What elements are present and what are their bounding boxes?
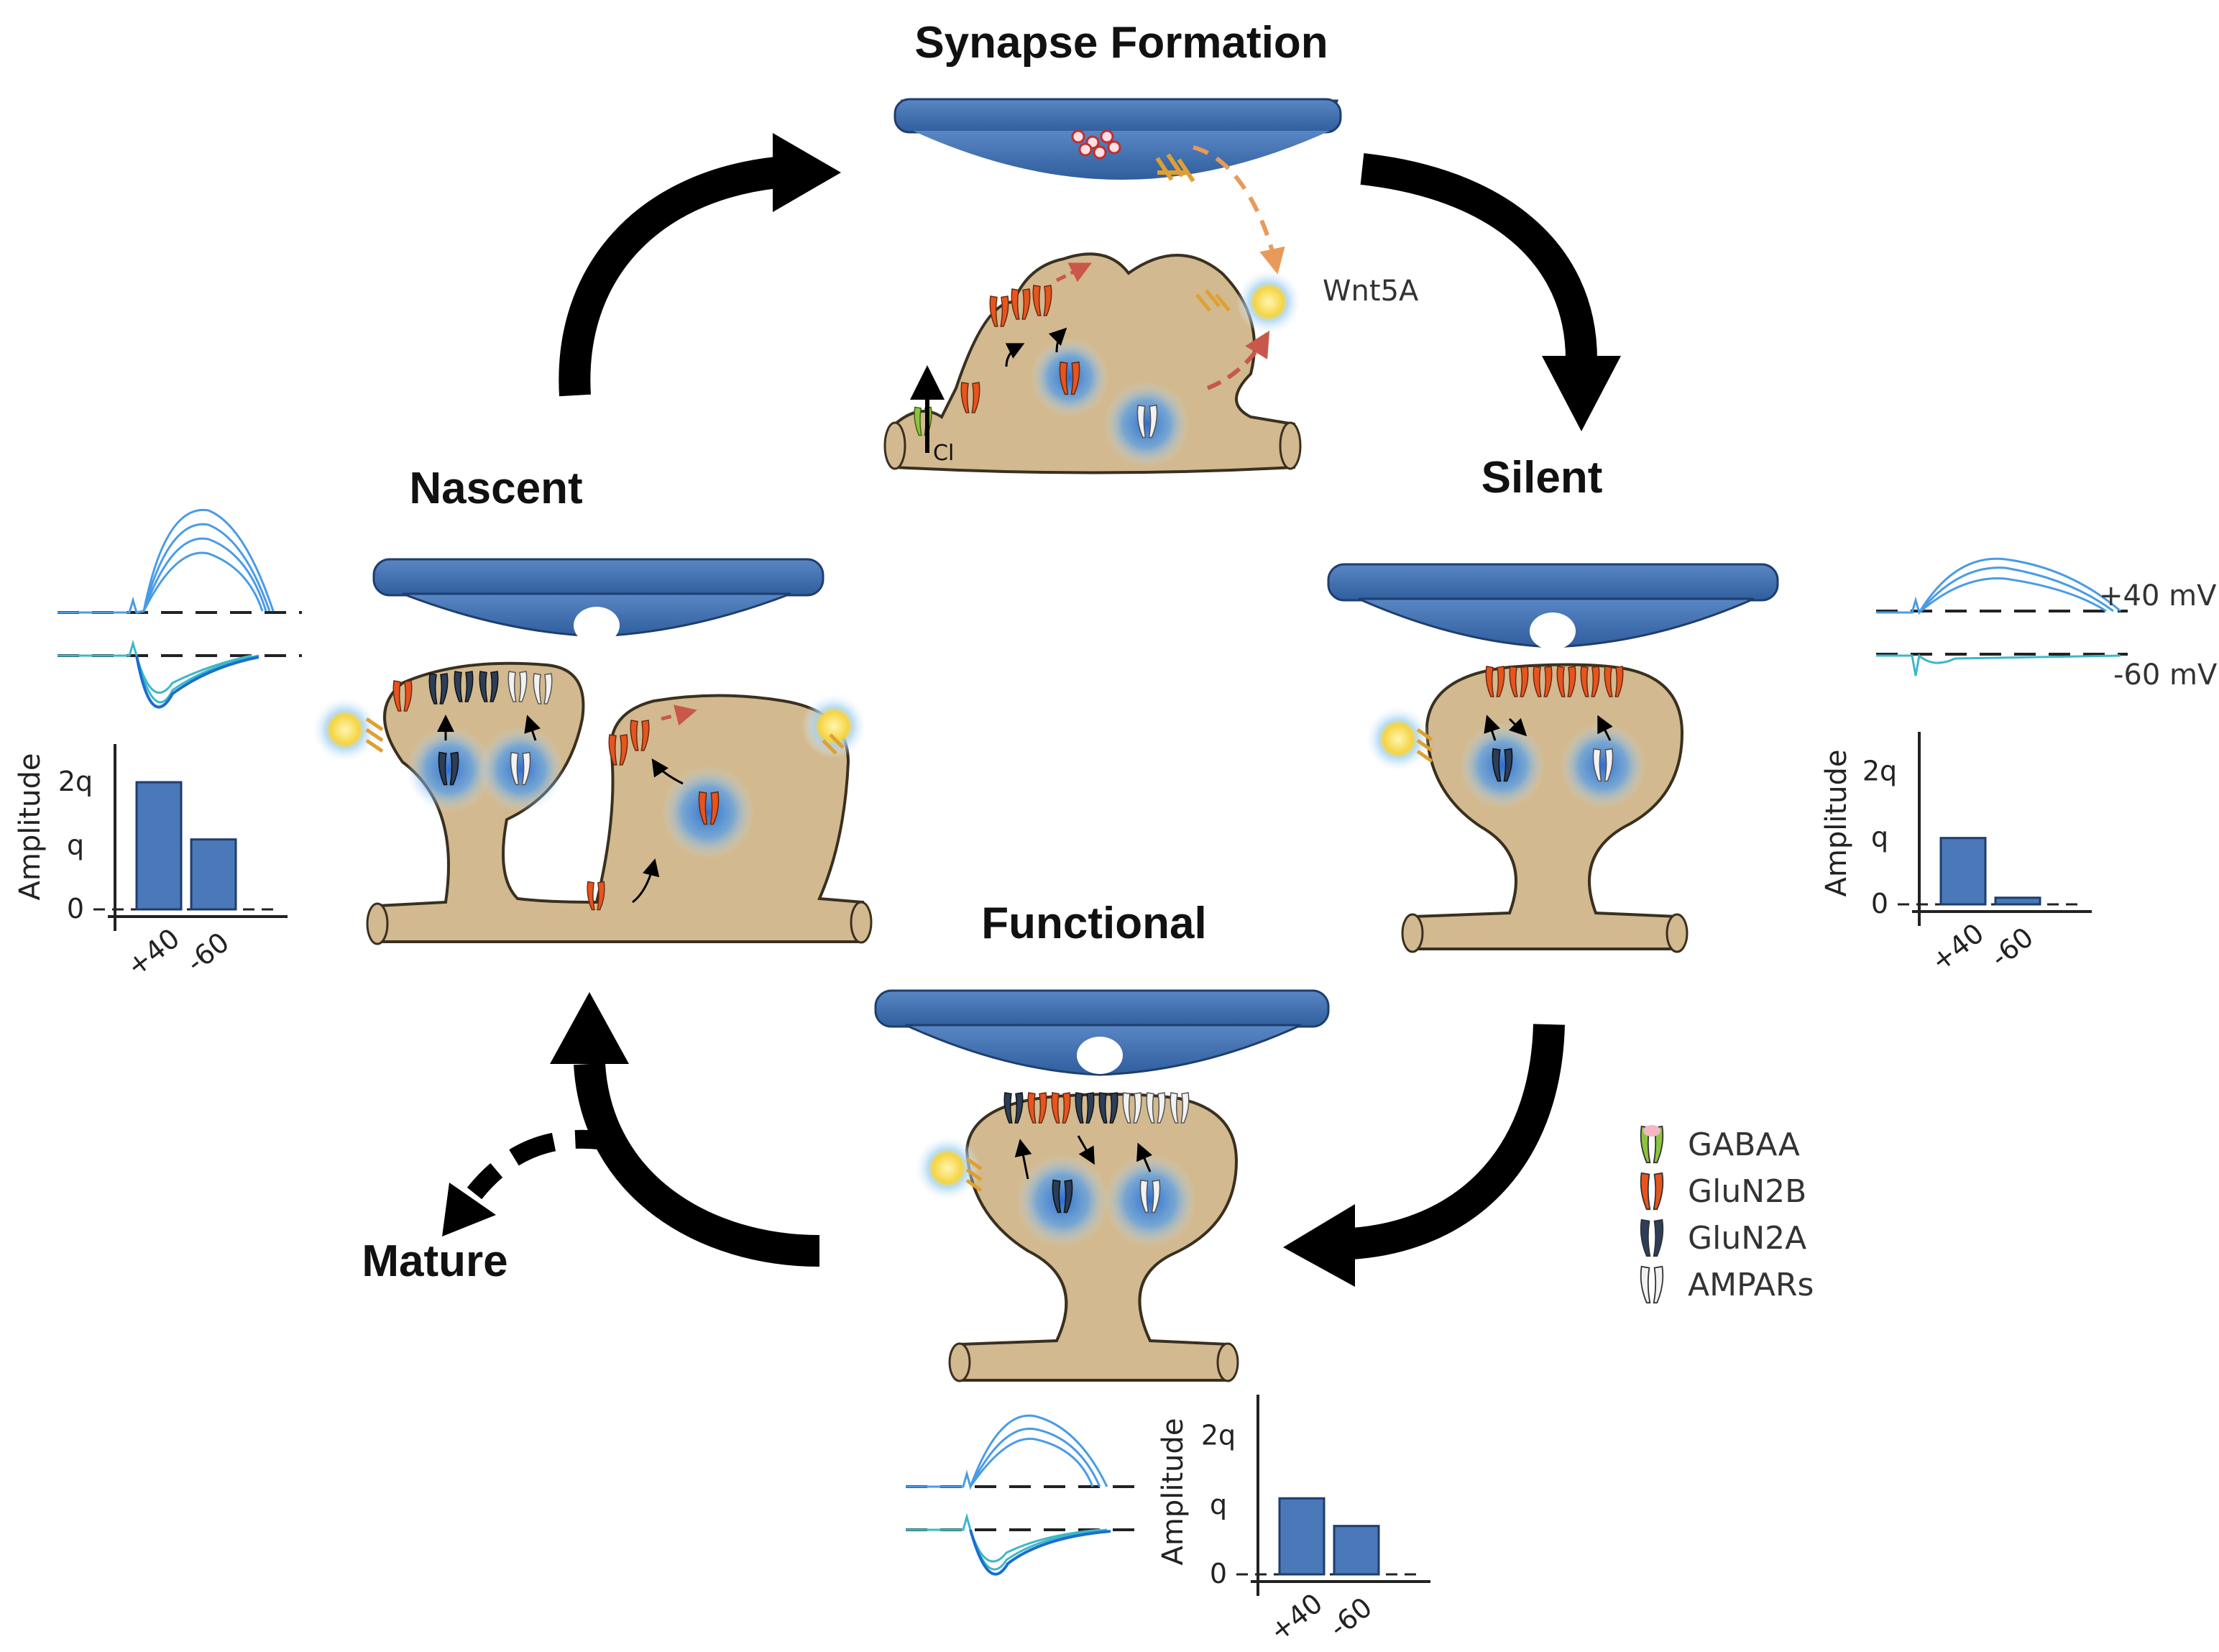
endosome-glow-1	[1030, 338, 1109, 417]
wnt5a-label: Wnt5A	[1323, 275, 1419, 308]
bar	[1278, 1497, 1326, 1576]
legend-label: AMPARs	[1688, 1267, 1814, 1303]
y-tick-label: 2q	[1201, 1420, 1236, 1451]
y-tick-label: 0	[1871, 888, 1888, 919]
y-axis-label: Amplitude	[14, 753, 47, 901]
bar	[135, 781, 183, 911]
receptor-legend: GABAA GluN2B GluN2A AMPARs	[1640, 1125, 1814, 1304]
title-functional: Functional	[981, 899, 1206, 948]
cycle-arrows	[442, 133, 1621, 1287]
bar-chart-functional: 0 q 2q Amplitude +40-60	[1157, 1395, 1430, 1648]
legend-item-glun2b: GluN2B	[1640, 1172, 1806, 1211]
y-tick-label: 0	[1210, 1558, 1227, 1589]
arrowhead-1	[773, 133, 841, 212]
gabaa-accent	[1643, 1125, 1660, 1137]
receptor-icon	[1640, 1265, 1664, 1304]
arrowhead-4	[550, 992, 629, 1064]
y-tick-label: q	[1871, 822, 1888, 853]
y-axis-label: Amplitude	[1820, 750, 1853, 897]
arrow-to-mature-dashed	[467, 1129, 620, 1200]
title-mature: Mature	[362, 1236, 507, 1286]
wnt5a-icon	[915, 1136, 980, 1201]
dendritic-spine-functional	[958, 1093, 1239, 1382]
bar	[190, 838, 237, 911]
bar-chart-silent: 0 q 2q Amplitude +40-60	[1820, 732, 2092, 978]
arrow-formation-to-silent	[1360, 153, 1597, 360]
wnt5a-icon	[1366, 707, 1430, 771]
cell-adhesion-molecule	[1155, 153, 1195, 183]
y-tick-label: 2q	[58, 766, 93, 797]
wnt5a-icon	[1236, 270, 1301, 334]
traces-functional	[906, 1414, 1136, 1576]
bar-chart-nascent: 0 q 2q Amplitude +40-60	[14, 744, 288, 983]
release-vesicle	[574, 607, 620, 644]
y-tick-label: q	[67, 830, 84, 861]
arrow-functional-to-nascent	[574, 1063, 820, 1267]
x-tick-label: +40	[1264, 1587, 1328, 1648]
synaptic-vesicles	[1071, 129, 1121, 160]
x-tick-label: -60	[1985, 921, 2039, 973]
wnt5a-icon	[313, 697, 377, 762]
panel-silent	[1327, 563, 1779, 953]
legend-label: GABAA	[1688, 1126, 1800, 1163]
presynaptic-terminal	[1327, 563, 1779, 602]
wnt-release-arrow	[1193, 145, 1285, 275]
x-tick-label: -60	[180, 926, 235, 978]
receptor-icon	[1640, 1172, 1664, 1211]
arrow-silent-to-functional	[1350, 1024, 1565, 1259]
adhesion-molecule-spine	[1195, 289, 1231, 312]
arrow-nascent-to-formation	[559, 157, 778, 397]
bar	[1333, 1525, 1380, 1576]
label-plus40mv: +40 mV	[2099, 579, 2217, 612]
arrowhead-mature	[442, 1183, 496, 1236]
panel-functional	[874, 989, 1330, 1382]
x-tick-label: +40	[1925, 917, 1990, 978]
title-synapse-formation: Synapse Formation	[914, 18, 1328, 68]
title-silent: Silent	[1481, 453, 1603, 503]
presynaptic-terminal	[874, 989, 1330, 1028]
arrowhead-3	[1283, 1204, 1355, 1287]
title-nascent: Nascent	[409, 464, 582, 513]
bar	[1994, 896, 2041, 906]
endosome-glow-2	[1103, 381, 1190, 467]
traces-silent: +40 mV -60 mV	[1876, 557, 2218, 692]
legend-item-glun2a: GluN2A	[1640, 1219, 1806, 1257]
wnt5a-icon	[801, 694, 866, 758]
panel-synapse-formation: Wnt5A Cl	[883, 98, 1419, 474]
legend-item-ampars: AMPARs	[1640, 1265, 1814, 1304]
legend-item-gabaa: GABAA	[1640, 1125, 1800, 1164]
arrowhead-2	[1542, 356, 1621, 431]
x-tick-label: +40	[121, 922, 185, 983]
wnt-signaling-arrow	[1206, 330, 1270, 390]
y-tick-label: 0	[67, 893, 84, 924]
label-minus60mv: -60 mV	[2113, 658, 2218, 692]
x-tick-label: -60	[1323, 1591, 1378, 1643]
dendritic-spine-silent	[1411, 663, 1684, 950]
y-axis-label: Amplitude	[1157, 1418, 1190, 1566]
receptor-icon	[1640, 1219, 1664, 1257]
bar	[1939, 837, 1987, 906]
legend-label: GluN2A	[1688, 1220, 1806, 1257]
y-tick-label: q	[1210, 1489, 1227, 1520]
presynaptic-terminal	[372, 558, 824, 597]
panel-nascent	[313, 558, 873, 945]
traces-nascent	[58, 508, 302, 709]
legend-label: GluN2B	[1688, 1173, 1806, 1210]
y-tick-label: 2q	[1862, 755, 1897, 786]
chloride-label: Cl	[933, 441, 954, 466]
